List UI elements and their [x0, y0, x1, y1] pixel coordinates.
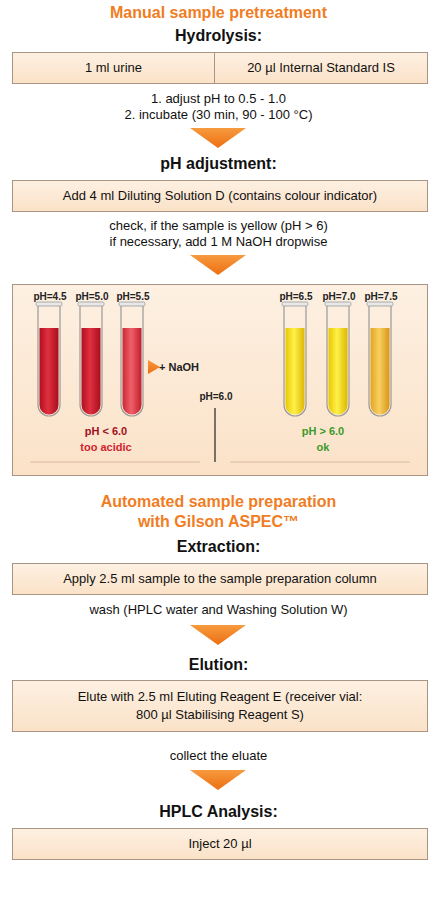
ph-divider [214, 408, 215, 462]
tube-glass [80, 305, 102, 416]
process-box: Add 4 ml Diluting Solution D (contains c… [12, 180, 428, 212]
flow-arrow [190, 255, 246, 275]
flow-arrow [190, 128, 246, 148]
ph-label: pH=7.5 [364, 291, 397, 302]
step-note: 2. incubate (30 min, 90 - 100 °C) [0, 107, 437, 122]
ph-range-line [230, 462, 410, 463]
process-box: Elute with 2.5 ml Eluting Reagent E (rec… [12, 680, 428, 732]
step-note: if necessary, add 1 M NaOH dropwise [0, 234, 437, 249]
section-title: Automated sample preparation [0, 493, 437, 511]
step-note: collect the eluate [0, 748, 437, 763]
box-text: 1 ml urine [85, 59, 142, 77]
ph-label: pH < 6.0 [85, 425, 128, 437]
reagent-box: 1 ml urine [12, 52, 215, 84]
tube-glass [121, 305, 143, 416]
reagent-box: 20 µl Internal Standard IS [214, 52, 428, 84]
box-text: Elute with 2.5 ml Eluting Reagent E (rec… [70, 688, 370, 723]
step-note: 1. adjust pH to 0.5 - 1.0 [0, 91, 437, 106]
box-text: Inject 20 µl [188, 835, 251, 853]
tube-rim [78, 302, 104, 306]
process-box: Apply 2.5 ml sample to the sample prepar… [12, 563, 428, 595]
ph-label: + NaOH [159, 361, 199, 373]
section-heading: Elution: [0, 656, 437, 674]
section-heading: Extraction: [0, 538, 437, 556]
add-arrow [148, 360, 160, 374]
tube-liquid [329, 328, 348, 415]
box-text: 20 µl Internal Standard IS [247, 59, 395, 77]
step-note: wash (HPLC water and Washing Solution W) [0, 602, 437, 617]
tube-rim [367, 302, 393, 306]
section-heading: Hydrolysis: [0, 27, 437, 45]
tube-liquid [123, 328, 142, 415]
ph-label: pH > 6.0 [302, 425, 345, 437]
ph-label: too acidic [80, 441, 131, 453]
step-note: check, if the sample is yellow (pH > 6) [0, 218, 437, 233]
tube-liquid [371, 328, 390, 415]
ph-label: pH=6.0 [199, 391, 232, 402]
section-heading: HPLC Analysis: [0, 803, 437, 821]
flow-arrow [190, 770, 246, 790]
tube-glass [327, 305, 349, 416]
process-box: Inject 20 µl [12, 828, 428, 860]
test-tubes [36, 302, 393, 416]
tube-glass [38, 305, 60, 416]
tube-rim [282, 302, 308, 306]
tube-liquid [40, 328, 59, 415]
ph-label: pH=5.0 [75, 291, 108, 302]
ph-panel: pH=4.5 pH=5.0 pH=5.5 + NaOH pH=6.0 pH=6.5 pH=7… [12, 284, 428, 476]
box-text: Apply 2.5 ml sample to the sample prepar… [63, 570, 377, 588]
tube-rim [36, 302, 62, 306]
tube-rim [119, 302, 145, 306]
ph-label: pH=5.5 [116, 291, 149, 302]
section-heading: pH adjustment: [0, 155, 437, 173]
tube-glass [369, 305, 391, 416]
title: Manual sample pretreatment [0, 4, 437, 22]
ph-label: ok [317, 441, 330, 453]
section-title: with Gilson ASPEC™ [0, 513, 437, 531]
ph-label: pH=4.5 [33, 291, 66, 302]
tube-liquid [82, 328, 101, 415]
tube-rim [325, 302, 351, 306]
panel-ground [12, 284, 428, 476]
flow-arrow [190, 625, 246, 645]
ph-range-line [30, 462, 200, 463]
ph-label: pH=7.0 [322, 291, 355, 302]
ph-label: pH=6.5 [279, 291, 312, 302]
tube-glass [284, 305, 306, 416]
box-text: Add 4 ml Diluting Solution D (contains c… [63, 187, 377, 205]
tube-liquid [286, 328, 305, 415]
